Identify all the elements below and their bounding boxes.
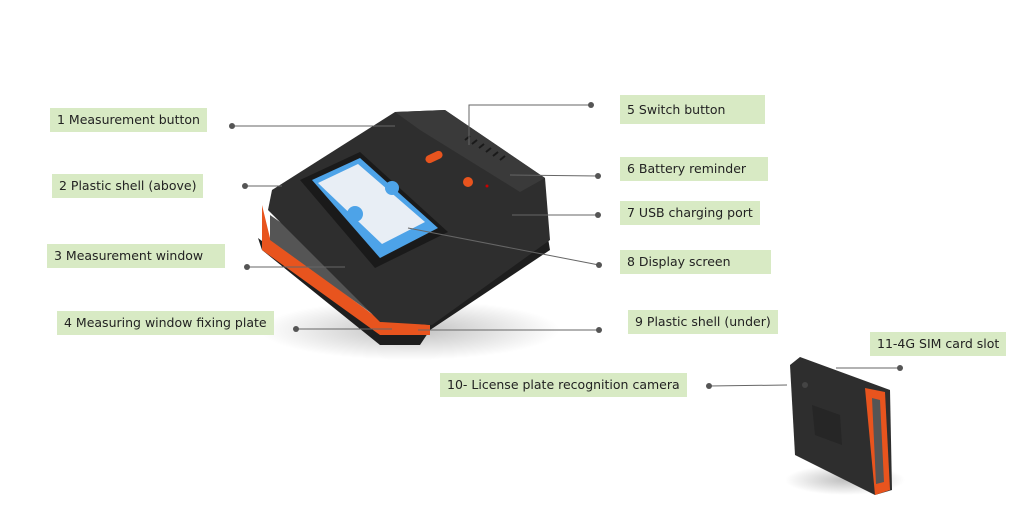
label-switch-button: 5 Switch button (620, 95, 766, 124)
leader-lines (232, 104, 900, 387)
label-plastic-shell-above: 2 Plastic shell (above) (52, 174, 204, 198)
label-sim-card-slot: 11-4G SIM card slot (870, 332, 1007, 356)
leader-dots (229, 102, 903, 389)
main-device (258, 110, 560, 360)
label-measurement-button: 1 Measurement button (50, 108, 207, 132)
switch-button (463, 177, 473, 187)
orange-side-frame (262, 205, 430, 335)
label-display-screen: 8 Display screen (620, 250, 771, 274)
measurement-button (425, 150, 443, 164)
side-device (785, 357, 905, 495)
label-measurement-window: 3 Measurement window (47, 244, 226, 268)
label-measuring-window-fixing-plate: 4 Measuring window fixing plate (57, 311, 274, 335)
label-plastic-shell-under: 9 Plastic shell (under) (628, 310, 778, 334)
label-usb-charging-port: 7 USB charging port (620, 201, 760, 225)
label-battery-reminder: 6 Battery reminder (620, 157, 769, 181)
label-license-plate-camera: 10- License plate recognition camera (440, 373, 687, 397)
